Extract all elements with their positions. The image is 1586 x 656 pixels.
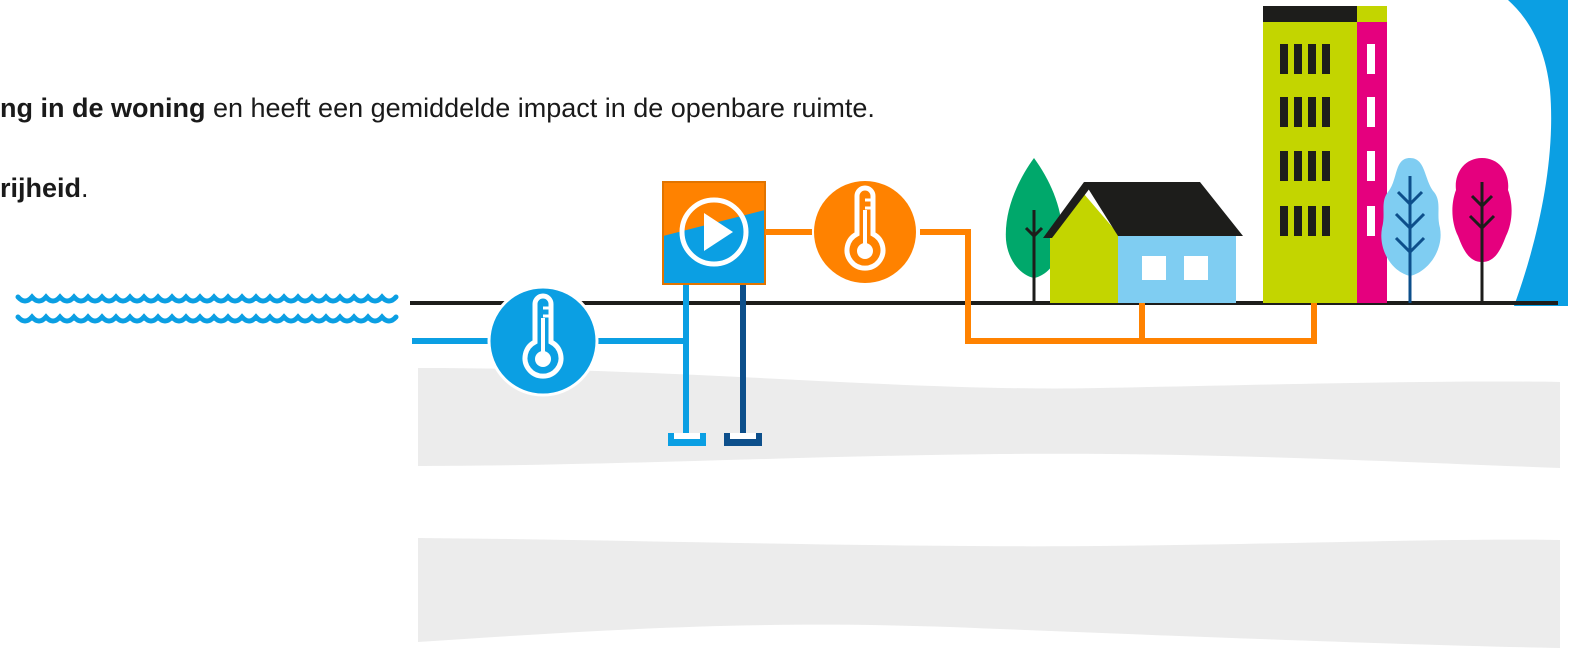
caption-line-2-bold: rijheid: [0, 173, 82, 203]
thermometer-icon: [814, 181, 916, 283]
house: [1043, 182, 1243, 303]
water-pipes: [412, 283, 746, 440]
caption-line-1-bold: ng in de woning: [0, 93, 206, 123]
apartment-building: [1263, 6, 1387, 303]
caption-line-1: ng in de woning en heeft een gemiddelde …: [0, 91, 875, 125]
well-caps: [668, 433, 762, 446]
magenta-tree: [1452, 158, 1512, 303]
caption-line-1-text: en heeft een gemiddelde impact in de ope…: [205, 93, 875, 123]
heat-distribution-pipes: [920, 229, 1317, 344]
soil-layer-upper: [418, 368, 1560, 468]
wave-icon: [15, 293, 399, 324]
play-icon: [679, 197, 749, 267]
water-edge-shape: [1508, 0, 1568, 306]
soil-layer-lower: [418, 538, 1560, 648]
thermometer-icon: [487, 285, 599, 397]
caption-line-2: rijheid.: [0, 171, 89, 205]
caption-line-2-text: .: [81, 173, 89, 203]
green-tree: [1005, 158, 1063, 303]
light-blue-tree: [1381, 158, 1441, 303]
